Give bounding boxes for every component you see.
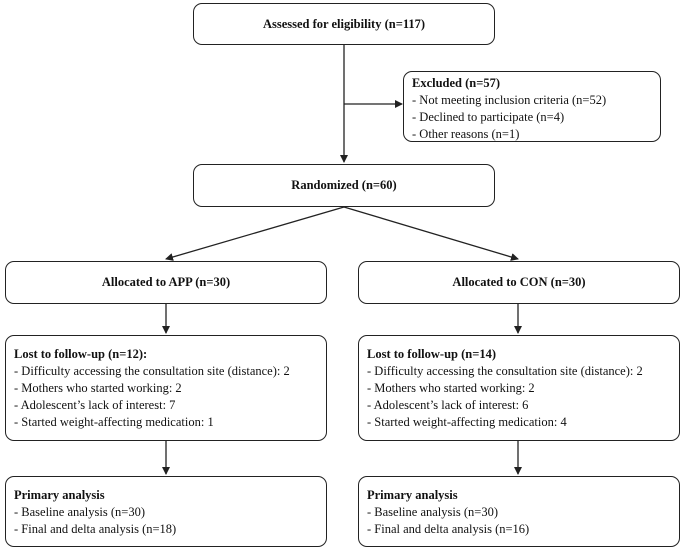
- con-analysis-item: - Baseline analysis (n=30): [367, 505, 498, 519]
- app-allocated-box: Allocated to APP (n=30): [5, 261, 327, 304]
- app-analysis-item: - Final and delta analysis (n=18): [14, 522, 177, 536]
- app-lost-box: Lost to follow-up (n=12): - Difficulty a…: [5, 335, 327, 441]
- app-lost-item: - Difficulty accessing the consultation …: [14, 364, 290, 378]
- con-analysis-box: Primary analysis - Baseline analysis (n=…: [358, 476, 680, 547]
- arrow-randomized-to-con: [343, 206, 519, 261]
- con-lost-box: Lost to follow-up (n=14) - Difficulty ac…: [358, 335, 680, 441]
- con-lost-item: - Adolescent’s lack of interest: 6: [367, 398, 529, 412]
- excluded-box: Excluded (n=57) - Not meeting inclusion …: [403, 71, 661, 142]
- con-lost-item: - Mothers who started working: 2: [367, 381, 535, 395]
- con-lost-item: - Started weight-affecting medication: 4: [367, 415, 567, 429]
- con-allocated-box: Allocated to CON (n=30): [358, 261, 680, 304]
- con-analysis-title: Primary analysis: [367, 488, 458, 502]
- app-lost-item: - Adolescent’s lack of interest: 7: [14, 398, 176, 412]
- con-lost-item: - Difficulty accessing the consultation …: [367, 364, 643, 378]
- app-lost-item: - Mothers who started working: 2: [14, 381, 182, 395]
- app-analysis-item: - Baseline analysis (n=30): [14, 505, 145, 519]
- con-lost-title: Lost to follow-up (n=14): [367, 347, 497, 361]
- app-analysis-title: Primary analysis: [14, 488, 105, 502]
- excluded-item: - Not meeting inclusion criteria (n=52): [412, 93, 607, 107]
- assessed-label: Assessed for eligibility (n=117): [262, 16, 426, 31]
- con-analysis-item: - Final and delta analysis (n=16): [367, 522, 530, 536]
- arrow-randomized-to-app: [165, 206, 345, 261]
- con-allocated-label: Allocated to CON (n=30): [452, 275, 586, 289]
- excluded-title: Excluded (n=57): [412, 76, 501, 90]
- assessed-box: Assessed for eligibility (n=117): [193, 3, 495, 45]
- app-lost-item: - Started weight-affecting medication: 1: [14, 415, 214, 429]
- app-analysis-box: Primary analysis - Baseline analysis (n=…: [5, 476, 327, 547]
- excluded-item: - Other reasons (n=1): [412, 127, 520, 141]
- app-lost-title: Lost to follow-up (n=12):: [14, 347, 148, 361]
- app-allocated-label: Allocated to APP (n=30): [101, 275, 231, 289]
- excluded-item: - Declined to participate (n=4): [412, 110, 565, 124]
- randomized-box: Randomized (n=60): [193, 164, 495, 207]
- randomized-label: Randomized (n=60): [291, 178, 397, 192]
